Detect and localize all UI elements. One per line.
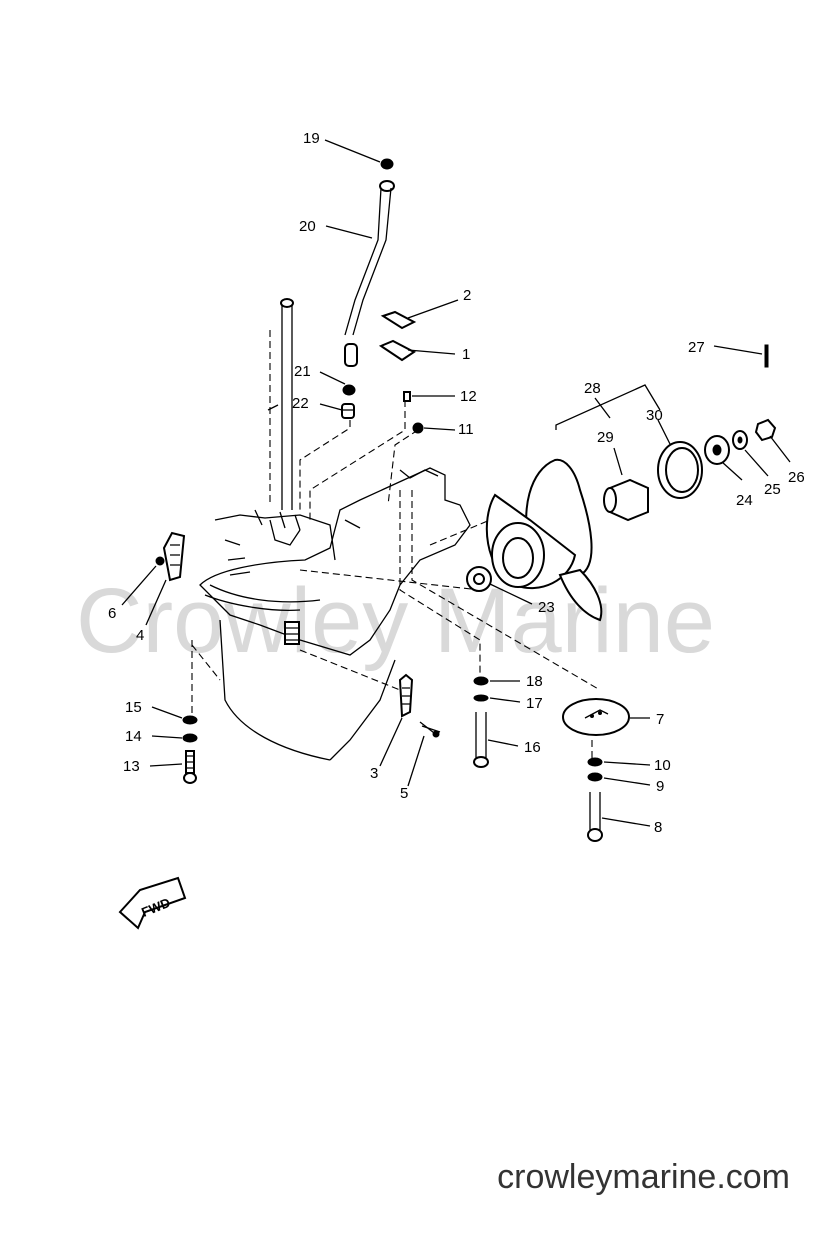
part-20-water-tube[interactable] — [344, 180, 395, 336]
callout-26: 26 — [788, 469, 805, 486]
callout-labels: 19 20 2 1 21 22 12 11 28 29 30 27 24 25 … — [108, 130, 805, 836]
callout-17: 17 — [526, 695, 543, 712]
callout-28: 28 — [584, 380, 601, 397]
callout-5: 5 — [400, 785, 408, 802]
lower-unit-housing — [191, 298, 471, 761]
callout-13: 13 — [123, 758, 140, 775]
part-18-washer[interactable] — [473, 676, 489, 686]
part-9-washer[interactable] — [587, 772, 603, 782]
callout-29: 29 — [597, 429, 614, 446]
part-14-washer[interactable] — [182, 733, 198, 743]
callout-9: 9 — [656, 778, 664, 795]
part-24-washer[interactable] — [704, 435, 730, 465]
part-23-thrust-washer[interactable] — [466, 566, 492, 592]
part-15-washer[interactable] — [182, 715, 198, 725]
part-16-bolt[interactable] — [473, 712, 489, 768]
callout-leaders — [121, 139, 791, 827]
part-25-washer[interactable] — [732, 430, 748, 450]
part-27-cotter-pin[interactable] — [764, 344, 769, 368]
part-2-plate[interactable] — [380, 310, 417, 330]
part-28-propeller[interactable] — [485, 458, 603, 622]
callout-16: 16 — [524, 739, 541, 756]
part-4-plate[interactable] — [162, 531, 186, 582]
callout-27: 27 — [688, 339, 705, 356]
part-7-anode[interactable] — [562, 698, 630, 736]
part-13-bolt[interactable] — [183, 750, 197, 784]
callout-24: 24 — [736, 492, 753, 509]
callout-12: 12 — [460, 388, 477, 405]
fwd-arrow: FWD — [118, 876, 187, 930]
part-22-seal[interactable] — [341, 403, 355, 419]
callout-2: 2 — [463, 287, 471, 304]
part-1-plate[interactable] — [378, 339, 416, 362]
callout-7: 7 — [656, 711, 664, 728]
assembly-lines — [191, 400, 601, 760]
tube-seal[interactable] — [344, 343, 358, 367]
part-29-spacer[interactable] — [603, 478, 649, 522]
part-10-washer[interactable] — [587, 757, 603, 767]
callout-19: 19 — [303, 130, 320, 147]
callout-22: 22 — [292, 395, 309, 412]
part-19-grommet[interactable] — [380, 158, 394, 170]
callout-6: 6 — [108, 605, 116, 622]
callout-15: 15 — [125, 699, 142, 716]
part-3-trim-tab[interactable] — [398, 673, 414, 718]
part-5-bolt[interactable] — [419, 721, 441, 738]
footer-url[interactable]: crowleymarine.com — [497, 1158, 790, 1196]
callout-10: 10 — [654, 757, 671, 774]
part-11-nut[interactable] — [412, 422, 424, 434]
callout-14: 14 — [125, 728, 142, 745]
part-30-ring[interactable] — [657, 441, 703, 499]
callout-25: 25 — [764, 481, 781, 498]
watermark-text: Crowley Marine — [76, 570, 715, 672]
callout-23: 23 — [538, 599, 555, 616]
callout-18: 18 — [526, 673, 543, 690]
part-21-grommet[interactable] — [342, 384, 356, 396]
part-6-bolt[interactable] — [155, 556, 165, 566]
callout-21: 21 — [294, 363, 311, 380]
callout-1: 1 — [462, 346, 470, 363]
callout-30: 30 — [646, 407, 663, 424]
part-8-bolt[interactable] — [587, 792, 603, 842]
callout-4: 4 — [136, 627, 144, 644]
part-17-washer[interactable] — [473, 694, 489, 702]
part-26-nut[interactable] — [754, 418, 777, 442]
part-12-pin[interactable] — [403, 391, 411, 402]
callout-8: 8 — [654, 819, 662, 836]
callout-20: 20 — [299, 218, 316, 235]
callout-11: 11 — [458, 421, 474, 438]
callout-3: 3 — [370, 765, 378, 782]
